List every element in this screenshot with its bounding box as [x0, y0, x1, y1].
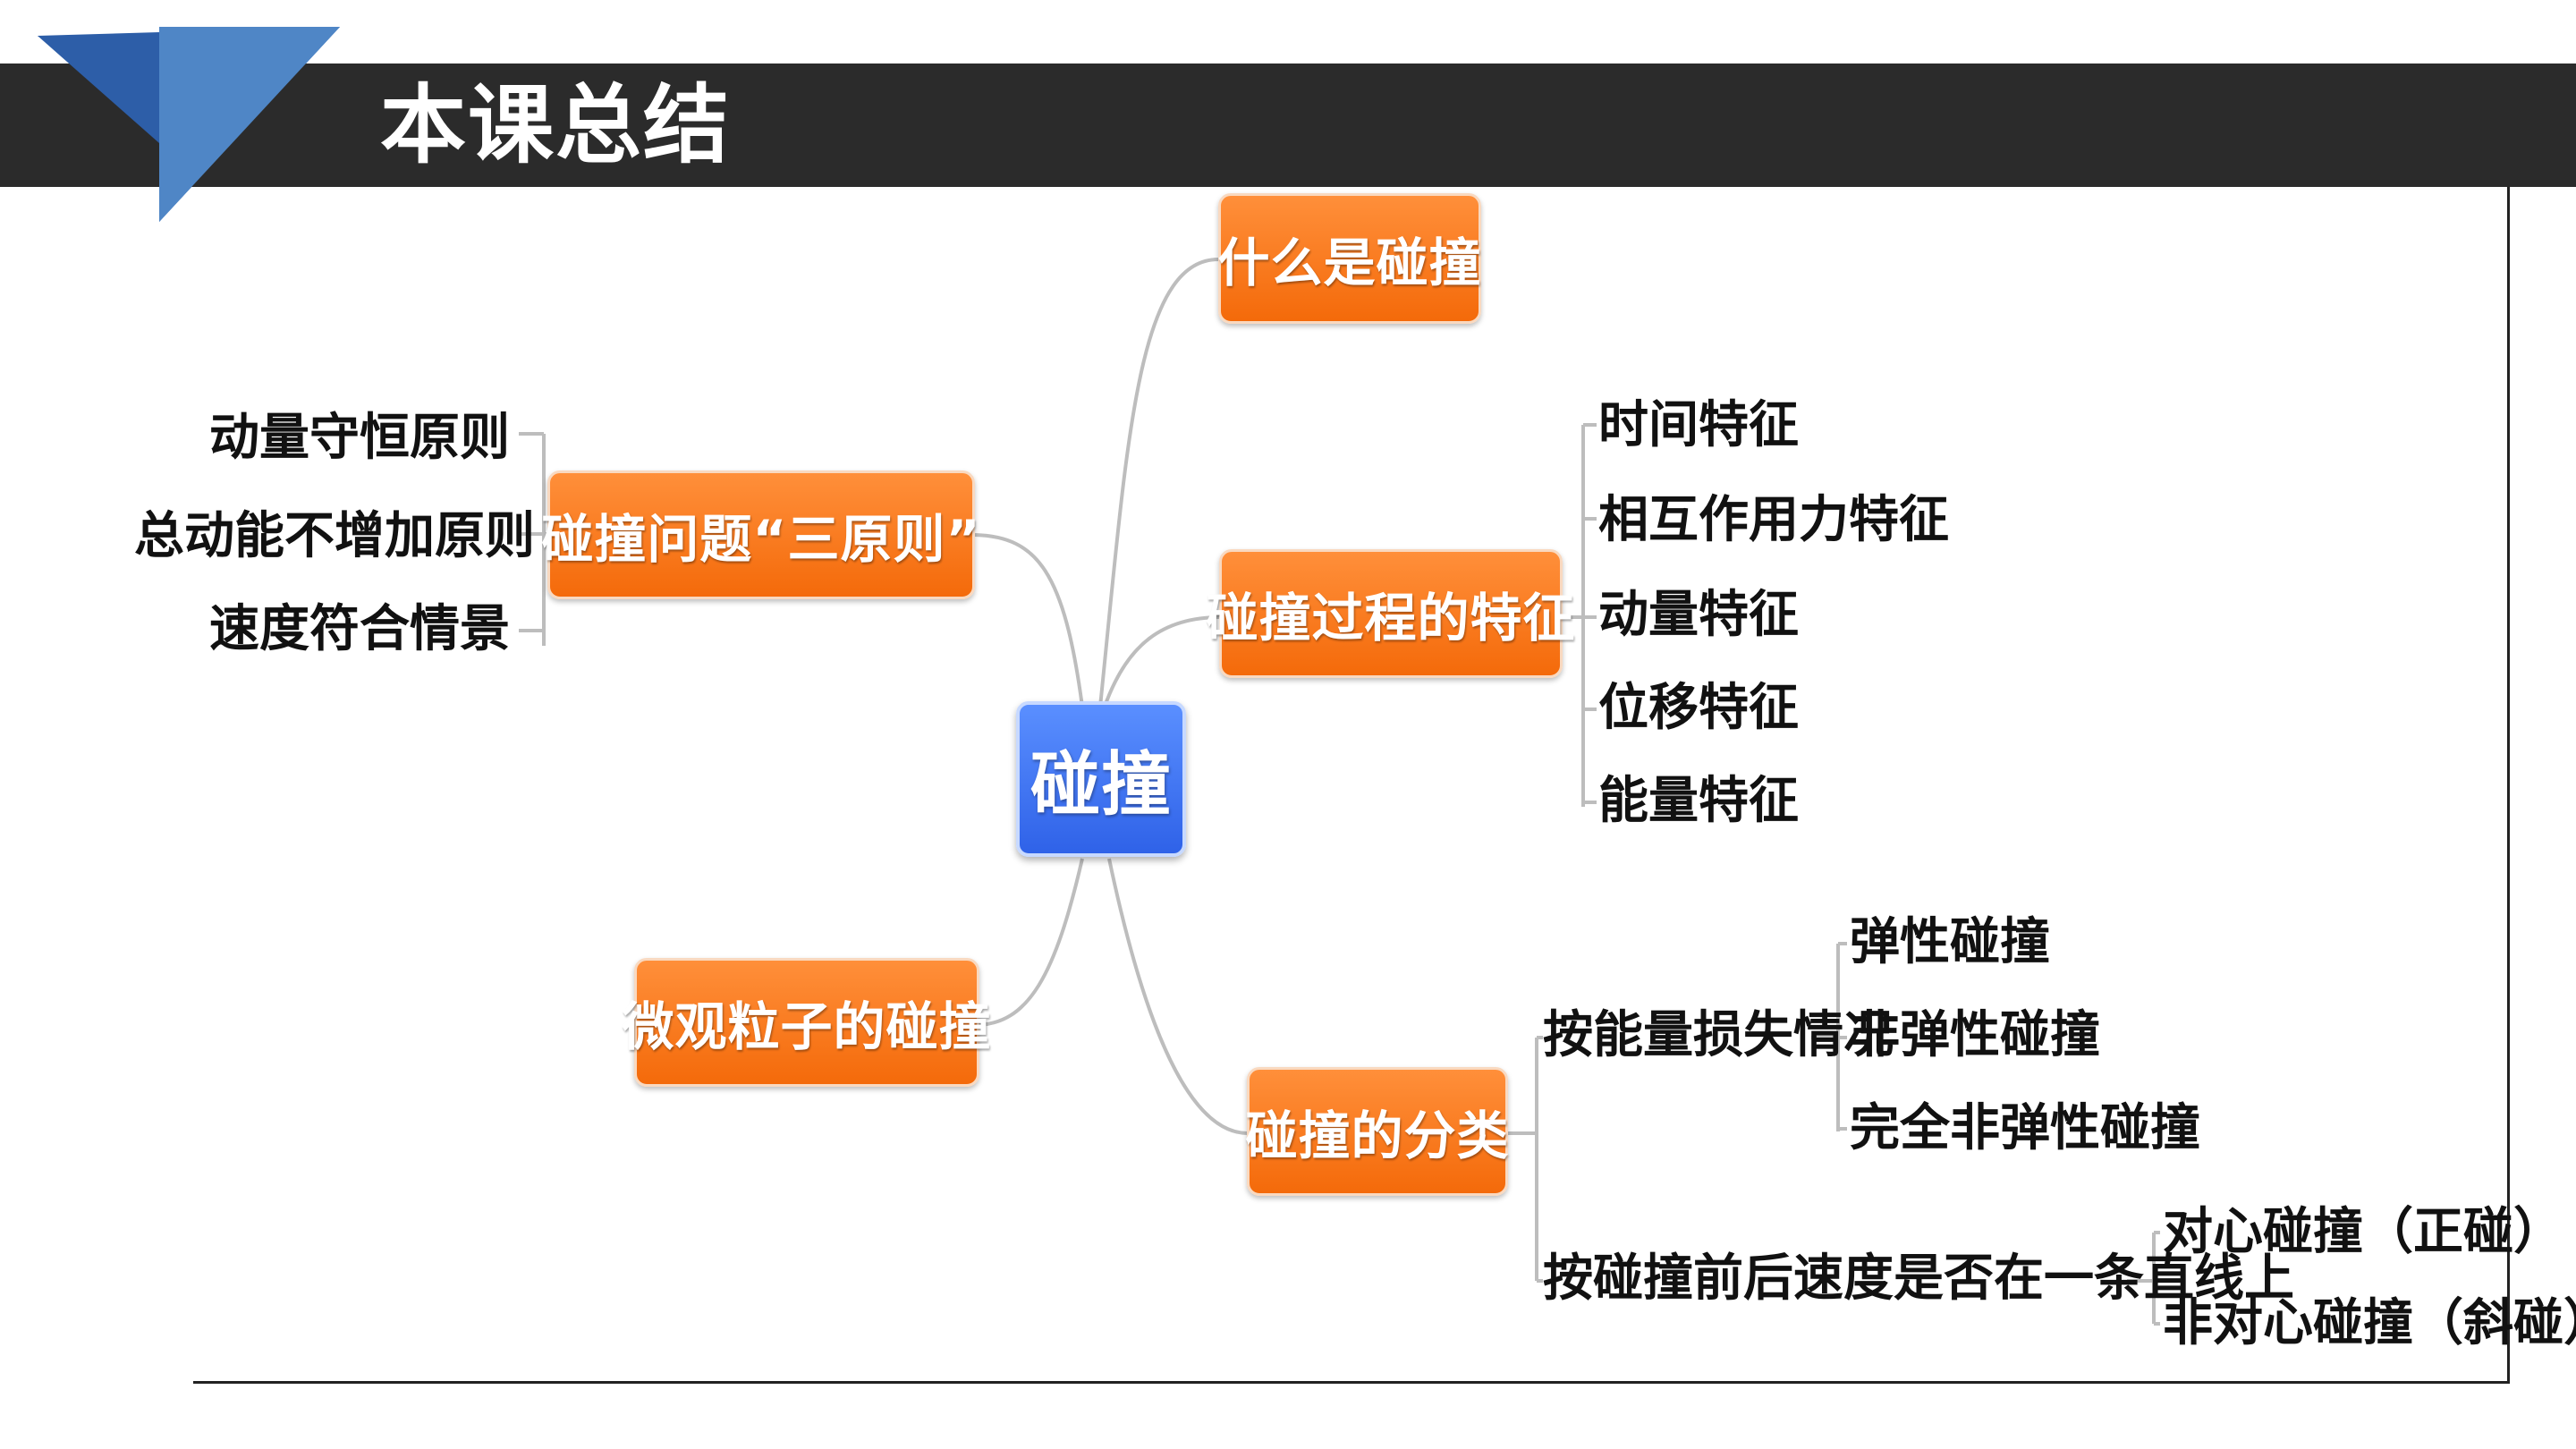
branch-what-is-collision: 什么是碰撞 — [1218, 193, 1481, 324]
feature-item: 位移特征 — [1598, 679, 1799, 737]
branch-process-features: 碰撞过程的特征 — [1207, 549, 1575, 678]
feature-item: 动量特征 — [1598, 586, 1799, 644]
header-bar — [0, 64, 2576, 187]
principle-item: 速度符合情景 — [209, 600, 510, 658]
type-by-energy-loss: 按能量损失情况 — [1543, 1006, 1894, 1064]
type-by-direction: 按碰撞前后速度是否在一条直线上 — [1543, 1250, 2294, 1308]
branch-collision-types: 碰撞的分类 — [1246, 1067, 1509, 1196]
center-node: 碰撞 — [1016, 701, 1186, 857]
direction-type-item: 对心碰撞（正碰） — [2163, 1203, 2563, 1261]
feature-item: 相互作用力特征 — [1598, 491, 1949, 549]
energy-type-item: 完全非弹性碰撞 — [1850, 1099, 2200, 1157]
header-decoration-front — [38, 27, 340, 222]
energy-type-item: 非弹性碰撞 — [1850, 1006, 2100, 1064]
feature-item: 能量特征 — [1598, 772, 1799, 830]
energy-type-item: 弹性碰撞 — [1850, 913, 2050, 971]
branch-micro-particles: 微观粒子的碰撞 — [623, 958, 991, 1087]
content-frame — [193, 187, 2510, 1384]
feature-item: 时间特征 — [1598, 396, 1799, 454]
branch-three-principles: 碰撞问题“三原则” — [541, 470, 980, 599]
principle-item: 总动能不增加原则 — [134, 507, 535, 565]
direction-type-item: 非对心碰撞（斜碰） — [2163, 1294, 2576, 1352]
page-title: 本课总结 — [380, 75, 731, 175]
principle-item: 动量守恒原则 — [209, 409, 510, 467]
